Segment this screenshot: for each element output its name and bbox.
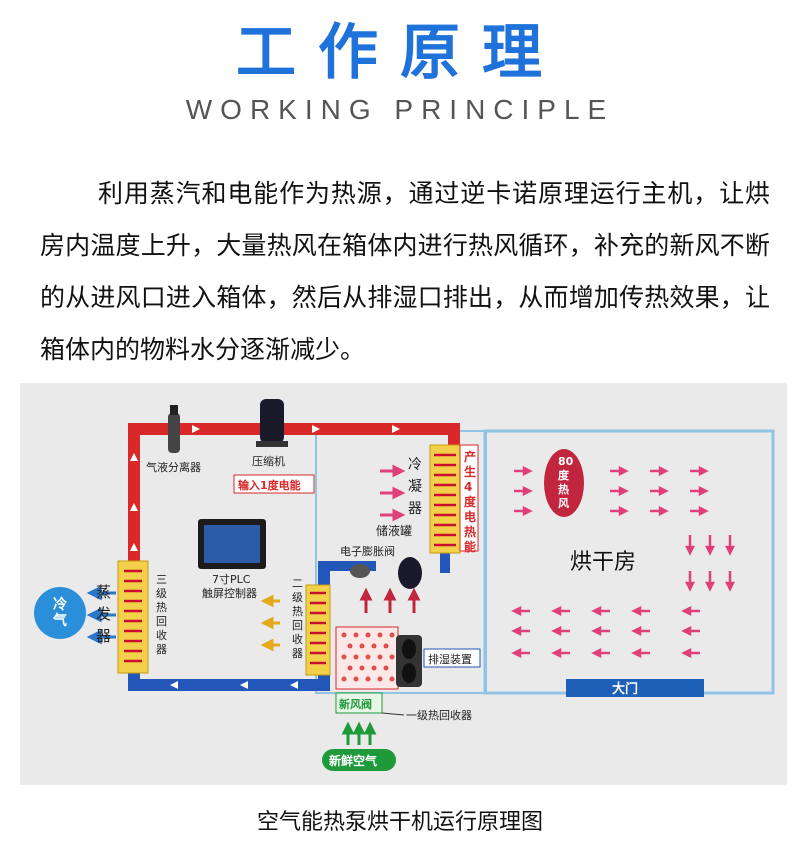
heat-recovery-3-coil <box>305 584 331 676</box>
hot-pipe-arrows <box>130 425 400 551</box>
dehumidify-fan-icon <box>396 635 422 687</box>
door <box>566 679 704 697</box>
page-subtitle: WORKING PRINCIPLE <box>185 94 615 125</box>
upflow-arrows <box>359 587 421 613</box>
diagram-caption: 空气能热泵烘干机运行原理图 <box>256 810 543 835</box>
cold-air-arrows <box>86 585 116 645</box>
label-power-input: 输入1度电能 <box>238 478 301 492</box>
label-dehumidify: 排湿装置 <box>428 652 472 666</box>
label-fresh-air-valve: 新风阀 <box>339 697 372 711</box>
label-gas-liquid-separator: 气液分离器 <box>146 460 201 474</box>
label-plc-sub: 触屏控制器 <box>202 586 257 600</box>
fresh-air-badge <box>322 749 396 771</box>
cold-air-circle <box>34 587 86 639</box>
hot-air-oval <box>544 449 584 517</box>
power-input-badge <box>233 474 315 494</box>
condenser-coil <box>429 444 461 554</box>
grid-dots <box>341 632 395 682</box>
label-receiver: 储液罐 <box>376 523 412 538</box>
label-cold-air: 冷气 <box>52 596 67 629</box>
label-heat-recovery-1: 一级热回收器 <box>406 708 472 722</box>
separator-icon <box>168 405 180 453</box>
heat-recovery-1-leader <box>381 712 405 716</box>
drying-room-arrows <box>511 465 736 659</box>
compressor-icon <box>256 399 288 447</box>
intro-paragraph: 利用蒸汽和电能作为热源，通过逆卡诺原理运行主机，让烘房内温度上升，大量热风在箱体… <box>40 179 770 364</box>
cold-pipe-right <box>440 548 450 573</box>
evaporator-coil <box>117 560 149 674</box>
label-compressor: 压缩机 <box>252 454 285 468</box>
label-fresh-air: 新鲜空气 <box>329 753 377 768</box>
heat-recovery-arrows <box>260 594 280 652</box>
label-heat-recovery-2: 二级热回收器 <box>292 577 303 660</box>
label-door: 大门 <box>612 681 638 697</box>
cold-pipe-arrows <box>170 681 298 689</box>
plc-screen-icon <box>198 519 266 569</box>
label-drying-room: 烘干房 <box>570 550 636 575</box>
receiver-icon <box>398 557 422 589</box>
label-plc: 7寸PLC <box>212 572 251 586</box>
label-evaporator: 蒸发器 <box>96 583 111 645</box>
page-title: 工作原理 <box>236 18 564 88</box>
label-heat-recovery-3: 三级热回收器 <box>156 573 167 656</box>
label-condenser: 冷凝器 <box>408 457 422 517</box>
dehumidify-label-box <box>423 648 481 668</box>
condenser-inflow-arrows <box>380 464 406 522</box>
fresh-air-arrows <box>341 721 377 745</box>
expansion-valve-icon <box>350 564 370 578</box>
label-expansion-valve: 电子膨胀阀 <box>340 544 395 558</box>
fresh-air-valve-box <box>335 692 383 714</box>
heat-output-box <box>459 444 479 552</box>
